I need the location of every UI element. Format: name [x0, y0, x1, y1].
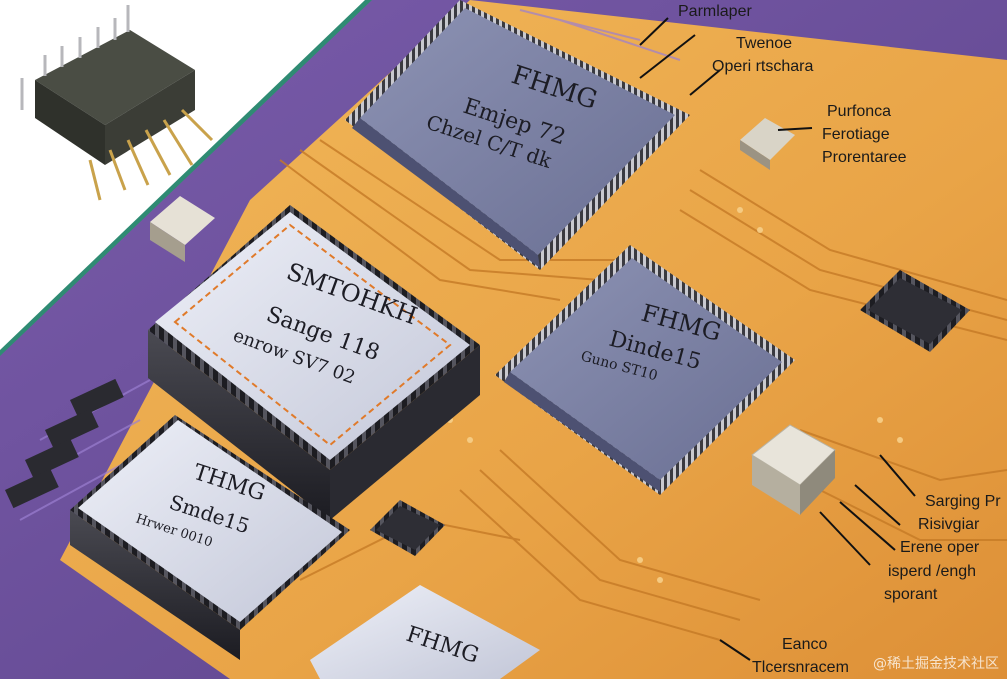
- small-ic-bottom: [370, 500, 445, 556]
- callout-mid-right-line4: isperd /engh: [888, 562, 977, 580]
- callout-mid-right-line3: Erene oper: [900, 539, 980, 557]
- callout-bottom-line2: Tlcersnracem: [752, 659, 849, 677]
- callout-upper-right-line2: Ferotiage: [822, 126, 890, 144]
- callout-top-center-label: Parmlaper: [678, 3, 752, 20]
- chip-top-large: FHMG Emjep 72 Chzel C/T dk: [345, 0, 690, 270]
- callout-upper-right-line3: Prorentaree: [822, 149, 907, 167]
- callout-mid-right-line2: Risivgiar: [918, 516, 980, 534]
- watermark-text: @稀土掘金技术社区: [873, 656, 999, 672]
- callout-mid-right: Sarging Pr Risivgiar Erene oper isperd /…: [880, 490, 1001, 606]
- callout-mid-right-line1: Sarging Pr: [925, 493, 1001, 510]
- callout-top-right-line1: Twenoe: [736, 35, 793, 52]
- callout-leaders: [639, 17, 916, 661]
- capacitor-upper-right: [740, 118, 795, 170]
- pin-header-connector: [20, 5, 214, 201]
- callout-top-right: Twenoe Operi rtschara: [712, 32, 813, 78]
- callout-top-center: Parmlaper: [678, 0, 752, 23]
- callout-bottom: Eanco Tlcersnracem: [752, 633, 849, 679]
- callout-mid-right-line5: sporant: [884, 585, 938, 603]
- callout-top-right-line2: Operi rtschara: [712, 58, 814, 76]
- chip-center-right: FHMG Dinde15 Guno ST10: [495, 245, 795, 495]
- chip-bottom-partial: FHMG: [310, 585, 540, 679]
- left-resistor-array: [5, 378, 124, 509]
- crystal-right: [751, 424, 836, 515]
- callout-upper-right: Purfonca Ferotiage Prorentaree: [822, 100, 907, 170]
- capacitor-left: [150, 196, 215, 262]
- small-ic-right: [860, 270, 970, 352]
- chip-lower-left: THMG Smde15 Hrwer 0010: [70, 415, 350, 660]
- callout-upper-right-line1: Purfonca: [827, 103, 892, 120]
- chip-left-module: SMTOHKH Sange 118 enrow SV7 02: [148, 205, 480, 520]
- callout-bottom-line1: Eanco: [782, 636, 828, 653]
